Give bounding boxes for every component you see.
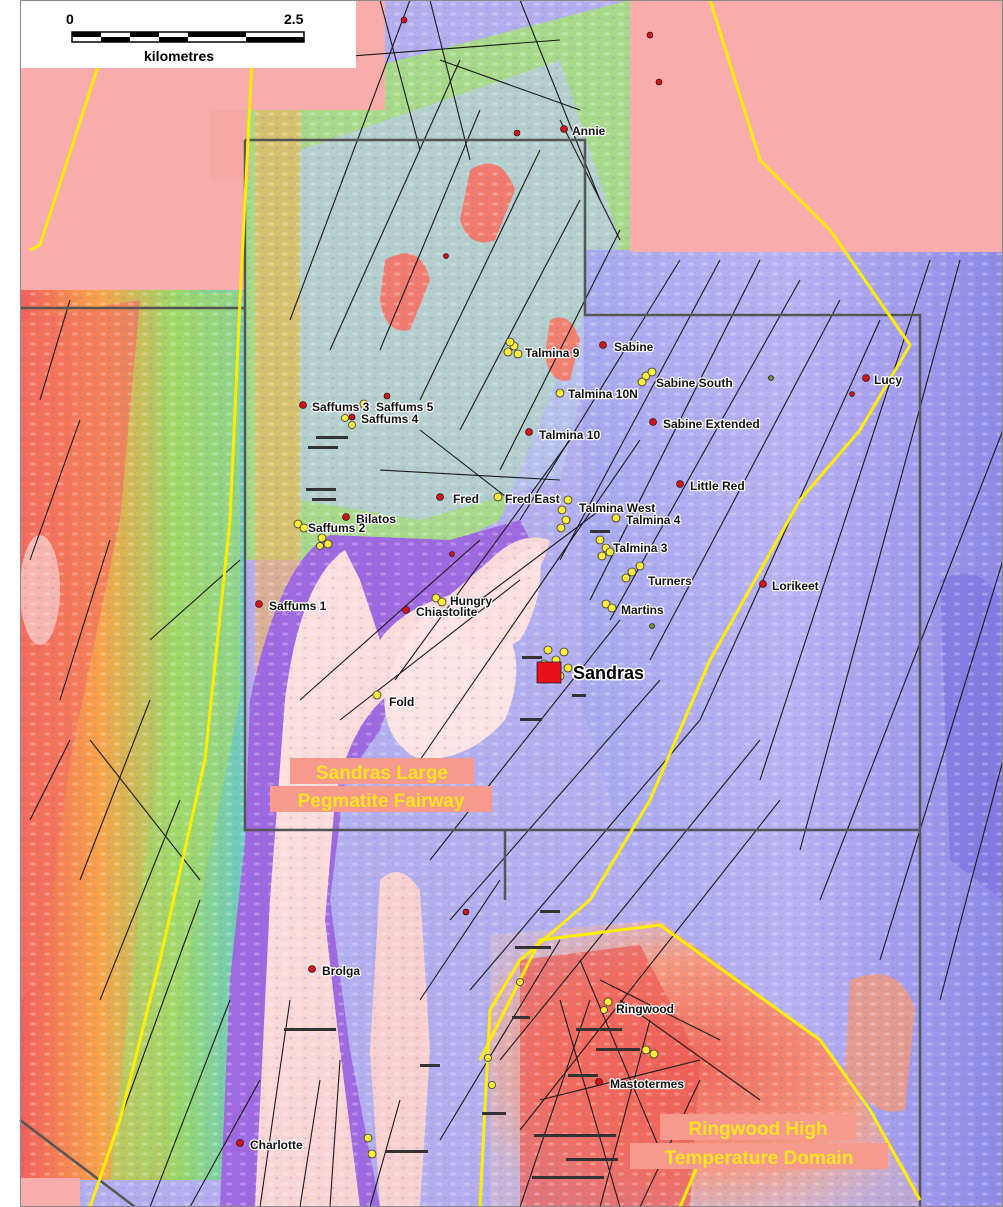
fault-lines: [29, 0, 1003, 1207]
domain-ringwood-line1: Ringwood High: [688, 1119, 827, 1140]
label-sabine-south: Sabine South: [656, 376, 733, 390]
label-talmina-west: Talmina West: [579, 501, 655, 515]
scale-end-label: 2.5: [284, 11, 304, 27]
label-saffums2: Saffums 2: [308, 521, 366, 535]
label-turners: Turners: [648, 574, 692, 588]
label-talmina10: Talmina 10: [539, 428, 600, 442]
label-charlotte: Charlotte: [250, 1138, 303, 1152]
domain-label-sandras: Sandras Large Pegmatite Fairway: [270, 758, 492, 812]
label-fred: Fred: [453, 492, 479, 506]
label-bilatos: Bilatos: [356, 512, 396, 526]
sample-markers: [293, 337, 659, 1159]
label-talmina4: Talmina 4: [626, 513, 681, 527]
label-sabine-extended: Sabine Extended: [663, 417, 760, 431]
label-talmina3: Talmina 3: [613, 541, 668, 555]
domain-sandras-line1: Sandras Large: [316, 763, 448, 784]
label-saffums3: Saffums 3: [312, 400, 370, 414]
domain-ringwood-line2: Temperature Domain: [665, 1148, 854, 1169]
label-talmina10n: Talmina 10N: [568, 387, 638, 401]
domain-label-ringwood: Ringwood High Temperature Domain: [630, 1114, 888, 1169]
label-little-red: Little Red: [690, 479, 745, 493]
label-saffums4: Saffums 4: [361, 412, 419, 426]
label-brolga: Brolga: [322, 964, 360, 978]
label-saffums1: Saffums 1: [269, 599, 327, 613]
label-martins: Martins: [621, 603, 664, 617]
domain-boundaries: [29, 0, 922, 1207]
tenement-boundaries: [19, 138, 922, 1207]
label-talmina9: Talmina 9: [525, 346, 580, 360]
prospect-markers: [236, 16, 870, 1147]
label-fold: Fold: [389, 695, 414, 709]
drill-traverses: [284, 436, 640, 1179]
scale-bar: 0 2.5 kilometres: [20, 0, 356, 68]
label-lorikeet: Lorikeet: [772, 579, 819, 593]
label-sandras: Sandras: [573, 663, 644, 683]
prospect-labels: Annie Talmina 9 Sabine Sabine South Talm…: [249, 123, 904, 1154]
label-mastotermes: Mastotermes: [610, 1077, 684, 1091]
masked-areas: [20, 0, 1003, 1207]
scale-start-label: 0: [66, 11, 74, 27]
label-ringwood: Ringwood: [616, 1002, 674, 1016]
label-hungry: Hungry: [450, 594, 492, 608]
label-sabine: Sabine: [614, 340, 654, 354]
scale-unit-label: kilometres: [144, 48, 214, 64]
sandras-block: [536, 661, 562, 684]
domain-sandras-line2: Pegmatite Fairway: [298, 791, 465, 812]
label-annie: Annie: [572, 124, 606, 138]
label-chiastolite: Chiastolite: [416, 605, 478, 619]
label-saffums5: Saffums 5: [376, 400, 434, 414]
label-lucy: Lucy: [874, 373, 902, 387]
label-fred-east: Fred East: [505, 492, 560, 506]
